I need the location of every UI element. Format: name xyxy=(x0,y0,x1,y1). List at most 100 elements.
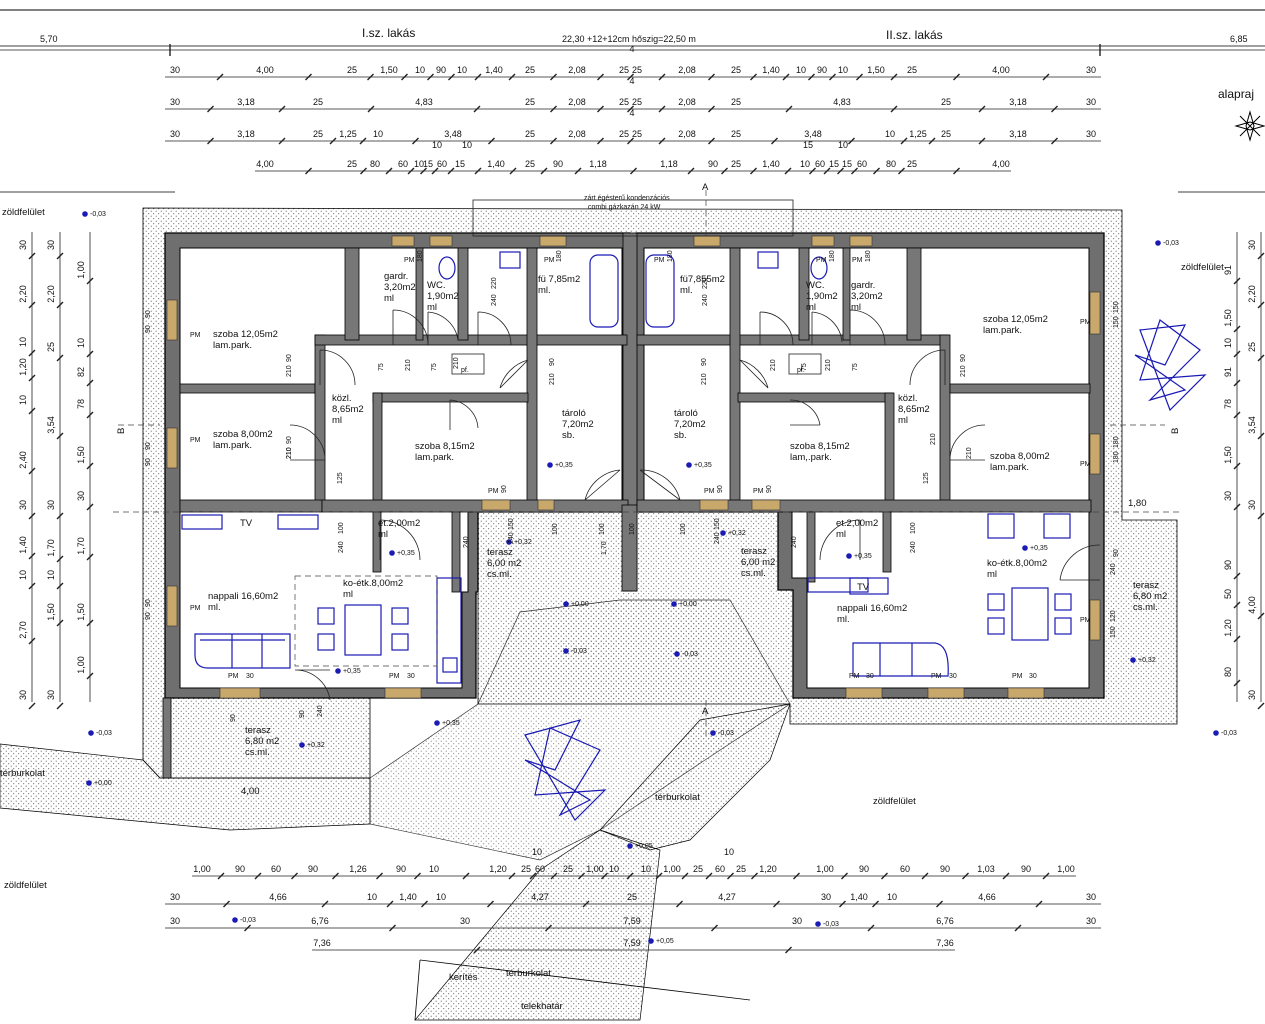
dimension-tick xyxy=(597,105,604,113)
wall-dimension: 220 xyxy=(702,277,709,289)
dimension-value: 25 xyxy=(632,65,642,75)
dimension-tick xyxy=(771,137,778,145)
dimension-tick xyxy=(881,872,888,880)
dimension-value: 30 xyxy=(170,97,180,107)
level-dot-icon xyxy=(846,553,852,559)
vertical-dimension-value: 30 xyxy=(46,240,56,250)
wall-dimension: 75 xyxy=(852,363,859,371)
dimension-value: 90 xyxy=(940,864,950,874)
vertical-dimension-value: 82 xyxy=(76,367,86,377)
vertical-dimension-value: 30 xyxy=(1247,500,1257,510)
site-label: térburkolat xyxy=(0,768,45,779)
level-value: +0,35 xyxy=(397,550,415,557)
dimension-value: 90 xyxy=(553,159,563,169)
dimension-value: 30 xyxy=(821,892,831,902)
furniture xyxy=(181,251,1072,684)
wall-dimension: 100 xyxy=(910,522,917,534)
dimension-tick xyxy=(427,73,434,81)
dimension-tick xyxy=(1233,411,1241,419)
level-value: -0,03 xyxy=(1221,730,1237,737)
dimension-tick xyxy=(545,924,552,932)
wall-dimension: 240 xyxy=(508,532,515,544)
wall-dimension: 125 xyxy=(923,472,930,484)
level-dot-icon xyxy=(1213,730,1219,736)
wall-dimension: 240 xyxy=(910,541,917,553)
dimension-tick xyxy=(550,872,558,880)
dimension-value: 4,00 xyxy=(992,159,1010,169)
dimension-value: 80 xyxy=(886,159,896,169)
dimension-tick xyxy=(360,167,367,175)
level-dot-icon xyxy=(1155,240,1161,246)
dimension-value: 30 xyxy=(1086,916,1096,926)
level-value: +0,32 xyxy=(307,742,325,749)
dimension-value: 1,40 xyxy=(487,159,505,169)
dimension-value: 15 xyxy=(423,159,433,169)
dimension-note: 15 xyxy=(803,140,813,150)
wall-dimension: 210 xyxy=(701,373,708,385)
dimension-value: 30 xyxy=(460,916,470,926)
dimension-tick xyxy=(359,137,367,145)
level-dot-icon xyxy=(563,648,569,654)
vertical-dimension-value: 2,20 xyxy=(1247,285,1257,303)
dimension-value: 25 xyxy=(313,129,323,139)
dimension-value: 60 xyxy=(715,864,725,874)
wall-dimension: PM xyxy=(1080,319,1091,326)
dimension-value: 25 xyxy=(619,97,629,107)
wall-dimension: 90 xyxy=(960,354,967,362)
dimension-tick xyxy=(550,73,557,81)
dimension-value: 1,50 xyxy=(380,65,398,75)
wall-dimension: 90 xyxy=(145,310,152,318)
boundary-lines xyxy=(0,9,1265,1021)
wall-dimension: PM xyxy=(404,257,415,264)
dimension-tick xyxy=(1051,137,1058,145)
level-dot-icon xyxy=(86,780,92,786)
dimension-tick xyxy=(509,167,517,175)
pf-label-2: pf. xyxy=(797,367,805,374)
dimension-tick xyxy=(305,167,312,175)
dimension-value: 10 xyxy=(609,864,619,874)
dimension-value: 90 xyxy=(235,864,245,874)
right-total-dim: 6,85 xyxy=(1230,34,1248,44)
wall-dimension: 150 xyxy=(508,518,515,530)
north-arrow-icon xyxy=(1234,110,1265,142)
dimension-tick xyxy=(928,137,936,145)
dimension-tick xyxy=(488,137,495,145)
left-total-dim: 5,70 xyxy=(40,34,58,44)
dimension-tick xyxy=(367,73,374,81)
section-b-left: B xyxy=(116,428,127,434)
dimension-tick xyxy=(705,872,713,880)
wall-dimension: 100 xyxy=(552,523,559,535)
dimension-value: 7,59 xyxy=(623,916,641,926)
dimension-value: 25 xyxy=(907,65,917,75)
level-dot-icon xyxy=(627,843,633,849)
wall-dimension: 30 xyxy=(1029,673,1037,680)
dimension-tick xyxy=(508,872,516,880)
site-label: telekhatár xyxy=(521,1001,563,1012)
dimension-tick xyxy=(28,467,36,475)
dimension-value: 30 xyxy=(1086,97,1096,107)
dimension-tick xyxy=(86,277,94,285)
dimension-tick xyxy=(597,73,604,81)
site-label: térburkolat xyxy=(506,968,551,979)
vertical-dimension-value: 30 xyxy=(1223,491,1233,501)
dimension-value: 1,25 xyxy=(909,129,927,139)
dimension-value: 4,00 xyxy=(256,65,274,75)
dimension-tick xyxy=(687,167,695,175)
dimension-value: 1,18 xyxy=(660,159,678,169)
section-b-right: B xyxy=(1170,428,1181,434)
header: 5,70 6,85 I.sz. lakás II.sz. lakás 22,30… xyxy=(0,26,1265,101)
dimension-tick xyxy=(750,167,757,175)
dimension-tick xyxy=(550,137,557,145)
wall-dimension: 220 xyxy=(491,277,498,289)
dimension-tick xyxy=(474,167,482,175)
dimension-value: 1,40 xyxy=(399,892,417,902)
dimension-tick xyxy=(711,924,718,932)
dimension-tick xyxy=(829,73,836,81)
dimension-tick xyxy=(578,872,585,880)
dimension-value: 1,00 xyxy=(193,864,211,874)
